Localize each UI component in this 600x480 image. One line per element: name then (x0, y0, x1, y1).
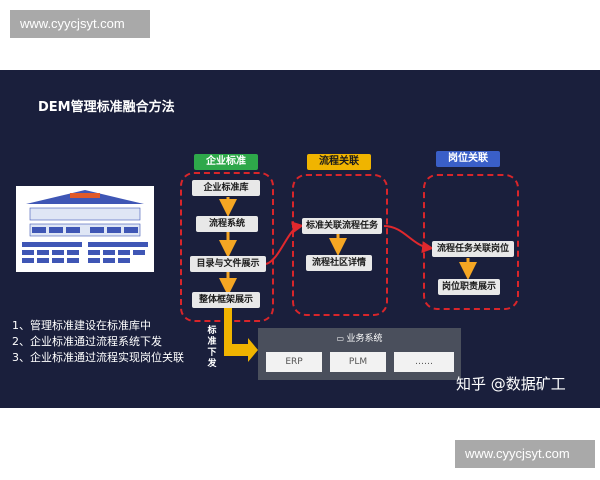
node-process-community-details: 流程社区详情 (306, 255, 372, 271)
business-systems-label: 业务系统 (346, 334, 383, 344)
business-system-more: …… (394, 352, 454, 372)
group-process (292, 174, 388, 316)
brand-watermark: 知乎 @数据矿工 (456, 375, 566, 393)
node-post-duty-display: 岗位职责展示 (438, 279, 500, 295)
vertical-label-standard-issue: 标准下发 (207, 326, 217, 369)
business-systems-title: ▭ 业务系统 (258, 331, 461, 344)
node-catalog-file-display: 目录与文件展示 (190, 256, 266, 272)
summary-item: 1、管理标准建设在标准库中 (12, 319, 151, 332)
business-system-erp: ERP (266, 352, 322, 372)
summary-list: 1、管理标准建设在标准库中 2、企业标准通过流程系统下发 3、企业标准通过流程实… (12, 318, 184, 366)
column-header-process: 流程关联 (307, 154, 371, 170)
slide-title: DEM管理标准融合方法 (38, 100, 175, 115)
summary-item: 2、企业标准通过流程系统下发 (12, 335, 162, 348)
summary-item: 3、企业标准通过流程实现岗位关联 (12, 351, 184, 364)
node-enterprise-standard-library: 企业标准库 (192, 180, 260, 196)
business-systems-panel: ▭ 业务系统 ERP PLM …… (258, 328, 461, 380)
slide: DEM管理标准融合方法 企业标准 流程关联 岗位关联 (0, 70, 600, 408)
monitor-icon: ▭ (336, 334, 347, 343)
node-process-task-linked-post: 流程任务关联岗位 (432, 241, 514, 257)
architecture-thumbnail (16, 186, 154, 272)
node-standard-linked-process-task: 标准关联流程任务 (302, 218, 382, 234)
column-header-post: 岗位关联 (436, 151, 500, 167)
column-header-enterprise: 企业标准 (194, 154, 258, 170)
flow-arrows (219, 197, 477, 362)
node-overall-framework-display: 整体框架展示 (192, 292, 260, 308)
node-process-system: 流程系统 (196, 216, 258, 232)
business-system-plm: PLM (330, 352, 386, 372)
watermark-bottom: www.cyycjsyt.com (455, 440, 595, 468)
watermark-top: www.cyycjsyt.com (10, 10, 150, 38)
